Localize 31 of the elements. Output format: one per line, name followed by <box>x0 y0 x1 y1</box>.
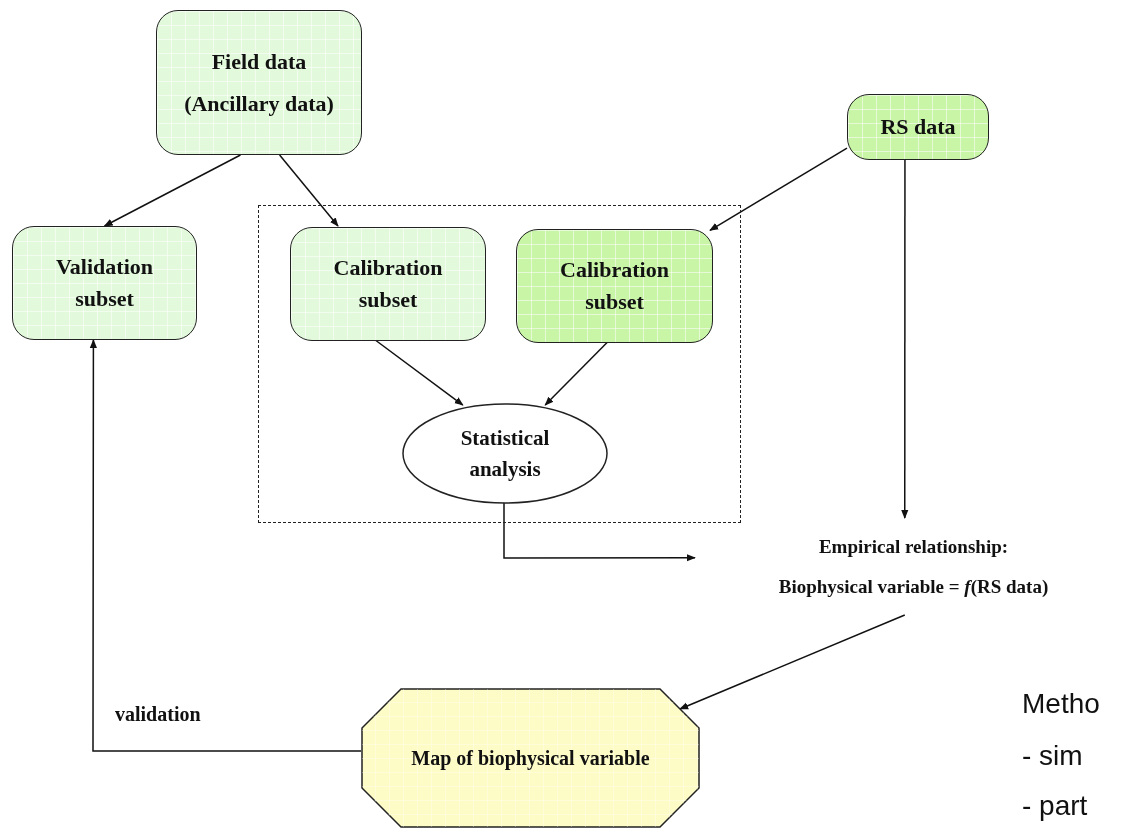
subset-box <box>516 229 713 343</box>
arrow <box>901 159 909 519</box>
dashed-group-frame <box>258 205 741 523</box>
analysis-ellipse <box>402 403 608 504</box>
node-label: Statistical analysis <box>459 425 551 483</box>
arrow <box>709 147 848 232</box>
bullet-item: - part <box>1022 790 1088 822</box>
map-octagon <box>361 688 700 828</box>
arrow <box>278 154 339 227</box>
node-label: Calibration subset <box>559 256 670 316</box>
data-box <box>156 10 362 155</box>
side-note-heading: Metho <box>1022 688 1100 720</box>
node-label: Map of biophysical variable <box>410 746 651 772</box>
node-label: Validation subset <box>55 253 154 313</box>
edge-label: validation <box>115 703 201 726</box>
node-label: RS data <box>880 113 956 141</box>
bullet-item: - sim <box>1022 740 1083 772</box>
arrow <box>544 341 609 406</box>
arrow <box>89 339 362 752</box>
subset-box <box>290 227 486 341</box>
subset-box <box>12 226 197 340</box>
arrow <box>374 339 464 406</box>
box-subtitle: (Ancillary data) <box>184 89 334 117</box>
arrow <box>103 154 242 227</box>
arrow <box>679 614 906 710</box>
relationship-formula: Biophysical variable = f(RS data) <box>778 574 1049 599</box>
box-title: Field data <box>211 48 307 76</box>
data-box <box>847 94 989 160</box>
node-label: Calibration subset <box>332 254 444 314</box>
arrow <box>503 502 696 562</box>
relationship-heading: Empirical relationship: <box>818 534 1009 559</box>
